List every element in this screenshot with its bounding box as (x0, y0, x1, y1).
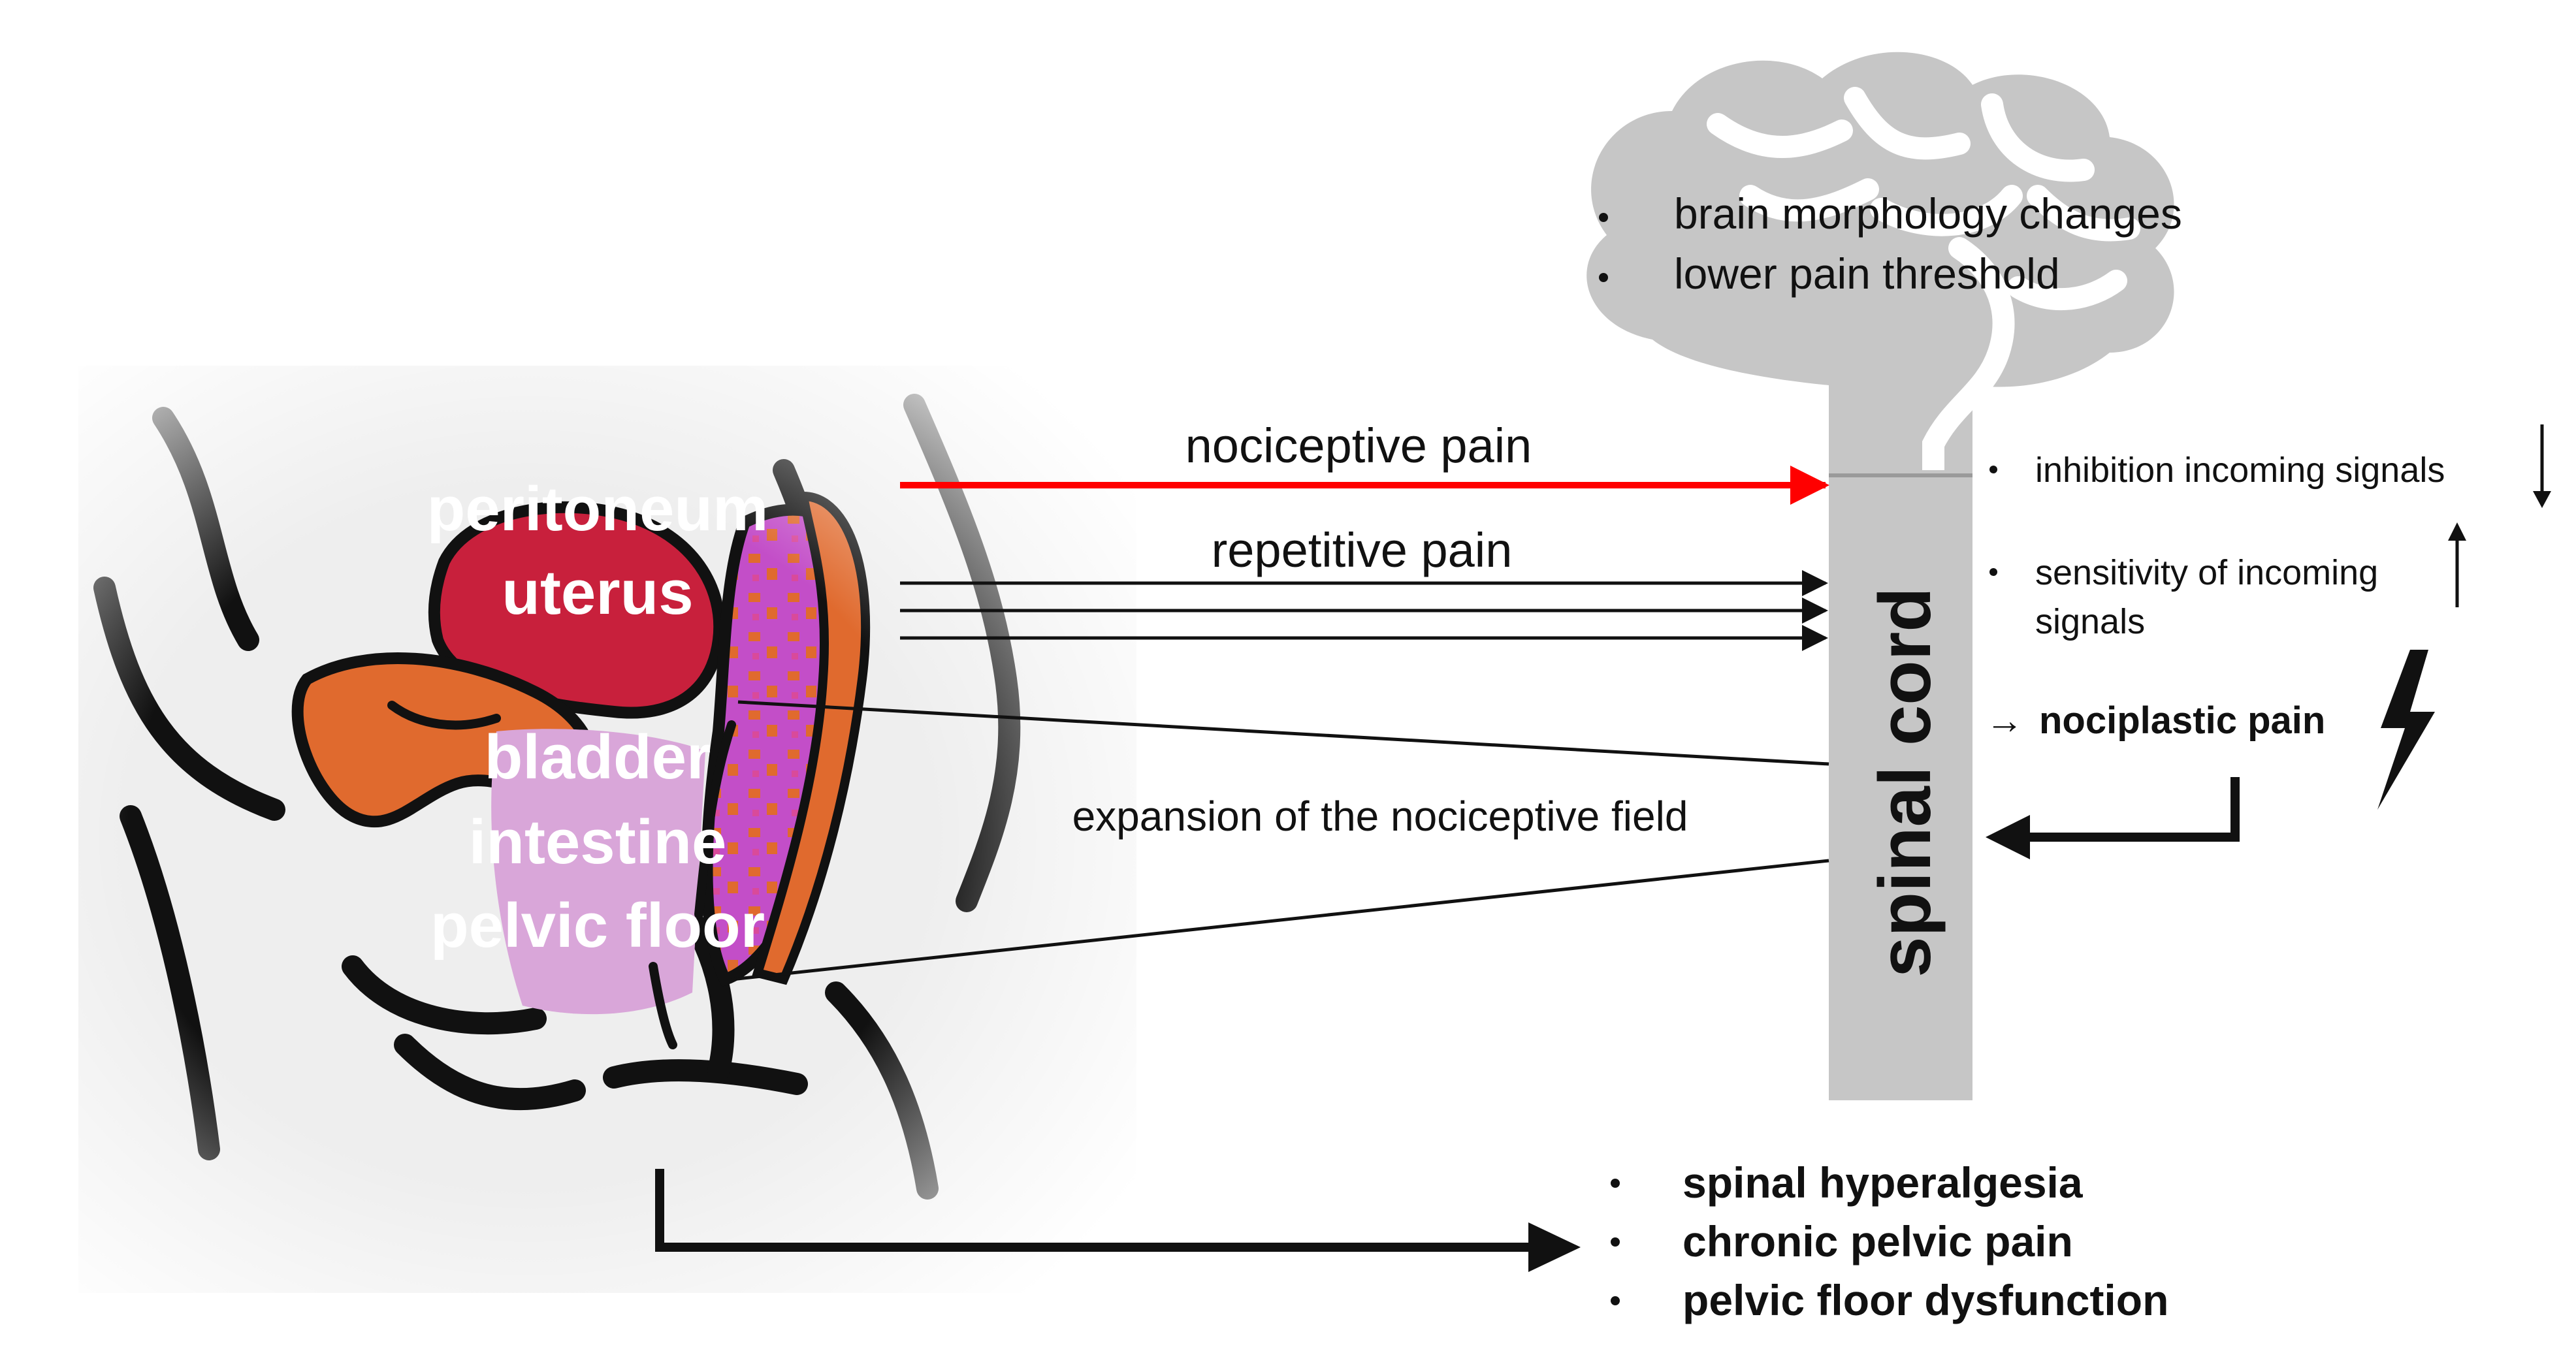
brain-bullet-2: lower pain threshold (1674, 249, 2060, 298)
brain-illustration: brain morphology changes lower pain thre… (1586, 52, 2182, 488)
outcome-3: pelvic floor dysfunction (1682, 1276, 2168, 1324)
bullet-dot (1599, 213, 1608, 222)
brain-bullet-1: brain morphology changes (1674, 189, 2182, 238)
label-peritoneum: peritoneum (427, 474, 769, 544)
right-arrow-icon (655, 1169, 1581, 1272)
nociceptive-label: nociceptive pain (1185, 419, 1532, 473)
spinal-effects: inhibition incoming signals sensitivity … (1986, 424, 2551, 859)
effect-sensitivity-line1: sensitivity of incoming (2035, 553, 2378, 592)
outcome-1: spinal hyperalgesia (1682, 1158, 2084, 1207)
outcomes: spinal hyperalgesia chronic pelvic pain … (655, 1158, 2168, 1324)
bullet-dot (1989, 466, 1997, 473)
bullet-dot (1611, 1179, 1620, 1188)
label-uterus: uterus (502, 558, 693, 628)
repetitive-label: repetitive pain (1212, 523, 1513, 577)
nociplastic-arrow-glyph: → (1986, 699, 2023, 742)
effect-sensitivity-line2: signals (2035, 602, 2145, 641)
effect-nociplastic: nociplastic pain (2039, 699, 2325, 742)
expansion-label: expansion of the nociceptive field (1072, 793, 1688, 840)
up-arrow-icon (2448, 522, 2466, 607)
bullet-dot (1611, 1296, 1620, 1305)
spinal-cord-column: spinal cord (1829, 470, 1972, 1100)
expansion-line-upper (737, 700, 1829, 766)
bullet-dot (1989, 568, 1997, 576)
expansion-line-lower (731, 859, 1829, 981)
outcome-2: chronic pelvic pain (1682, 1217, 2073, 1265)
bullet-dot (1599, 273, 1608, 282)
label-bladder: bladder (485, 722, 711, 792)
spinal-cord-label: spinal cord (1864, 587, 1946, 977)
pelvis-illustration: peritoneum uterus bladder intestine pelv… (0, 326, 1176, 1345)
feedback-arrow (1986, 777, 2240, 859)
lightning-bolt-icon (2377, 650, 2435, 810)
label-pelvic-floor: pelvic floor (430, 891, 765, 961)
label-intestine: intestine (469, 807, 727, 877)
down-arrow-icon (2533, 424, 2551, 508)
effect-inhibition: inhibition incoming signals (2035, 451, 2445, 490)
signal-arrows: nociceptive pain repetitive pain expansi… (731, 419, 1829, 981)
bullet-dot (1611, 1237, 1620, 1247)
